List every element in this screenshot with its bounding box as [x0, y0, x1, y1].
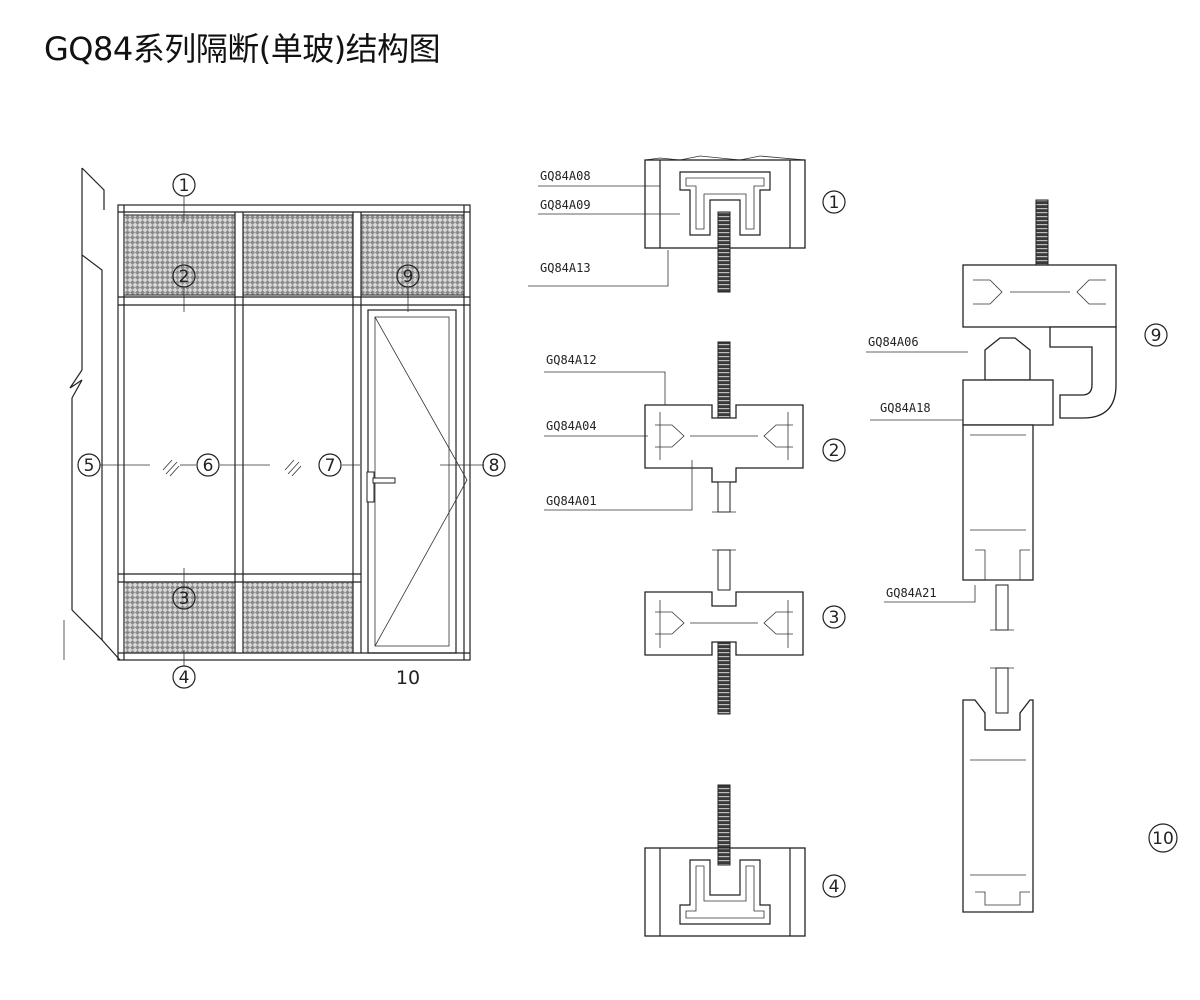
part-label: GQ84A09 — [540, 198, 591, 212]
svg-text:5: 5 — [84, 456, 95, 476]
section-marker-4: 4 — [172, 665, 196, 689]
svg-text:3: 3 — [829, 608, 840, 628]
section-9-detail: GQ84A06 GQ84A18 GQ84A21 9 — [866, 199, 1168, 631]
section-2-detail: GQ84A12 GQ84A04 GQ84A01 2 — [544, 341, 846, 513]
svg-text:10: 10 — [1152, 829, 1174, 849]
part-label: GQ84A06 — [868, 335, 919, 349]
section-marker-9: 9 — [396, 264, 420, 288]
part-label: GQ84A08 — [540, 169, 591, 183]
part-label: GQ84A04 — [546, 419, 597, 433]
svg-text:10: 10 — [396, 667, 420, 689]
section-marker-7: 7 — [318, 453, 342, 477]
glass-panel — [717, 341, 731, 421]
section-marker-6: 6 — [196, 453, 220, 477]
svg-text:4: 4 — [179, 668, 190, 688]
wall-section — [63, 167, 121, 661]
glass-mark-icon — [284, 459, 302, 477]
svg-text:1: 1 — [829, 193, 840, 213]
svg-text:3: 3 — [179, 589, 190, 609]
glass-panel — [717, 641, 731, 715]
section-4-detail: 4 — [644, 784, 846, 937]
section-marker-5: 5 — [77, 453, 101, 477]
section-marker-1: 1 — [172, 173, 196, 197]
top-mesh-panel-2 — [242, 214, 354, 296]
svg-text:2: 2 — [829, 441, 840, 461]
section-10-detail: 10 — [962, 667, 1178, 913]
bottom-mesh-panel-2 — [242, 581, 354, 654]
door-handle-icon — [366, 471, 396, 503]
page-title: GQ84系列隔断(单玻)结构图 — [44, 30, 441, 68]
part-label: GQ84A12 — [546, 353, 597, 367]
section-marker-10: 10 — [396, 667, 420, 689]
elevation-view: 1 2 3 4 5 6 7 8 — [63, 167, 506, 689]
section-marker-8: 8 — [482, 453, 506, 477]
svg-text:4: 4 — [829, 877, 840, 897]
section-3-detail: 3 — [644, 549, 846, 715]
section-marker-3: 3 — [822, 605, 846, 629]
section-marker-3: 3 — [172, 586, 196, 610]
section-marker-1: 1 — [822, 190, 846, 214]
top-mesh-panel-1 — [123, 214, 236, 296]
top-mesh-panel-3 — [360, 214, 465, 296]
door — [366, 309, 468, 654]
section-marker-2: 2 — [172, 264, 196, 288]
glass-mark-icon — [162, 459, 180, 477]
section-marker-4: 4 — [822, 874, 846, 898]
section-marker-10: 10 — [1148, 823, 1178, 853]
glass-panel — [717, 211, 731, 293]
partition-frame — [117, 204, 471, 661]
svg-text:1: 1 — [179, 176, 190, 196]
svg-text:2: 2 — [179, 267, 190, 287]
section-marker-9: 9 — [1144, 323, 1168, 347]
section-1-detail: GQ84A08 GQ84A09 GQ84A13 1 — [528, 155, 846, 293]
svg-text:7: 7 — [325, 456, 336, 476]
svg-text:8: 8 — [489, 456, 500, 476]
svg-text:6: 6 — [203, 456, 214, 476]
section-marker-2: 2 — [822, 438, 846, 462]
svg-text:9: 9 — [403, 267, 414, 287]
bottom-mesh-panel-1 — [123, 581, 236, 654]
part-label: GQ84A18 — [880, 401, 931, 415]
part-label: GQ84A21 — [886, 586, 937, 600]
svg-text:9: 9 — [1151, 326, 1162, 346]
part-label: GQ84A01 — [546, 494, 597, 508]
part-label: GQ84A13 — [540, 261, 591, 275]
